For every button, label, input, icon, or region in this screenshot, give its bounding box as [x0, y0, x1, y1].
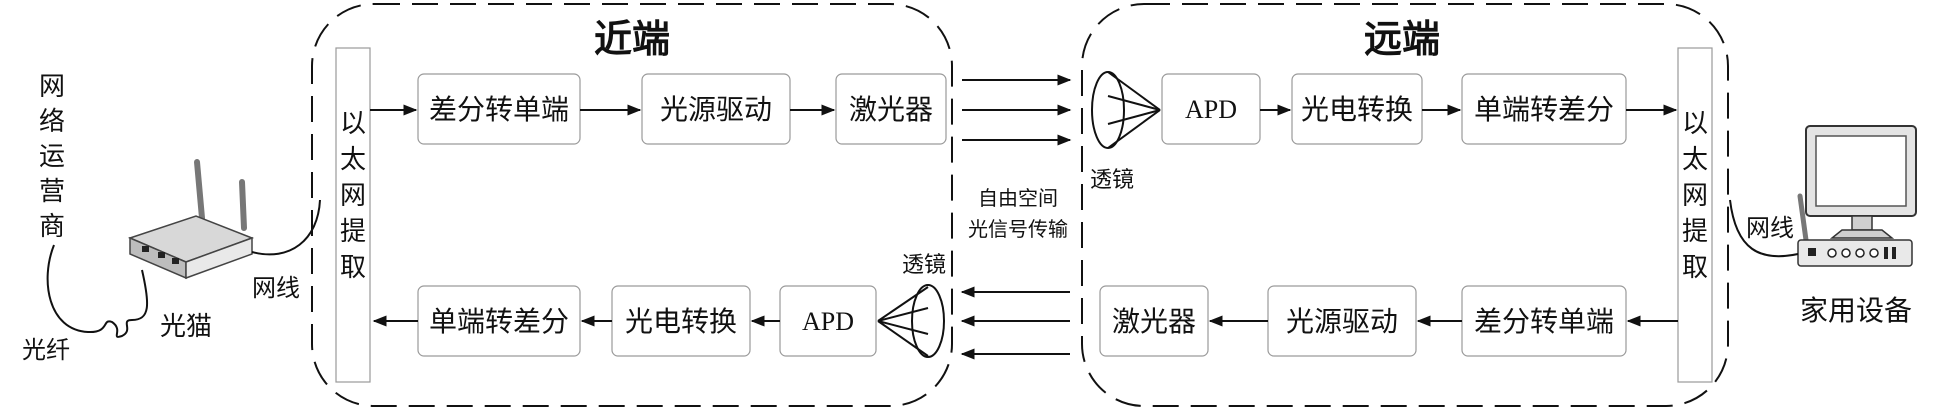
modem-label: 光猫 [160, 312, 212, 342]
home-device-icon [1797, 125, 1917, 267]
free-space-label-line2: 光信号传输 [968, 217, 1068, 241]
far-single-to-diff-label: 单端转差分 [1474, 93, 1614, 126]
svg-text:取: 取 [1682, 253, 1708, 283]
far-lens-label: 透镜 [1090, 168, 1134, 193]
near-laser-box [835, 73, 947, 145]
near-lens-focus-lines [877, 286, 929, 357]
svg-text:络: 络 [39, 107, 65, 137]
near-lens-label: 透镜 [902, 253, 946, 278]
far-apd-label: APD [1185, 95, 1237, 124]
fiber-cable-line [46, 244, 149, 338]
rx-beam-arrows [960, 286, 1070, 360]
far-ethernet-extract-label: 以 太 网 提 取 [1682, 109, 1708, 283]
near-apd-label: APD [802, 307, 854, 336]
near-ethernet-extract-box [335, 47, 371, 383]
near-cable-label: 网线 [252, 274, 300, 302]
fiber-label: 光纤 [22, 336, 70, 364]
far-cable-label: 网线 [1746, 214, 1794, 242]
near-oe-label: 光电转换 [625, 305, 737, 338]
near-ethernet-extract-label: 以 太 网 提 取 [340, 109, 366, 283]
near-single-to-diff-label: 单端转差分 [429, 305, 569, 338]
svg-text:运: 运 [39, 142, 65, 172]
far-laser-label: 激光器 [1112, 305, 1196, 338]
far-lens-icon [1091, 71, 1125, 149]
far-laser-box [1099, 285, 1209, 357]
tx-beam-arrows [962, 74, 1072, 146]
near-laser-label: 激光器 [849, 93, 933, 126]
far-ethernet-extract-box [1677, 47, 1713, 383]
svg-text:营: 营 [39, 177, 65, 207]
near-lens-icon [911, 284, 945, 358]
optical-modem-icon [127, 159, 255, 280]
svg-text:网: 网 [340, 181, 366, 211]
home-device-label: 家用设备 [1800, 294, 1912, 327]
far-oe-label: 光电转换 [1301, 93, 1413, 126]
svg-text:提: 提 [340, 217, 366, 247]
network-operator-label: 网 络 运 营 商 [39, 72, 65, 242]
svg-text:提: 提 [1682, 217, 1708, 247]
svg-text:商: 商 [39, 212, 65, 242]
svg-text:以: 以 [340, 109, 366, 139]
far-lan-cable-line [1729, 199, 1799, 258]
near-end-title: 近端 [594, 17, 670, 61]
svg-text:太: 太 [340, 145, 366, 175]
far-end-title: 远端 [1364, 17, 1440, 61]
far-end-region [1081, 3, 1729, 407]
svg-text:网: 网 [1682, 181, 1708, 211]
svg-text:取: 取 [340, 253, 366, 283]
near-driver-label: 光源驱动 [660, 93, 772, 126]
near-diff-to-single-label: 差分转单端 [429, 93, 569, 126]
svg-text:以: 以 [1682, 109, 1708, 139]
near-lan-cable-line [251, 199, 321, 256]
far-driver-label: 光源驱动 [1286, 305, 1398, 338]
free-space-label-line1: 自由空间 [978, 186, 1058, 210]
far-diff-to-single-label: 差分转单端 [1474, 305, 1614, 338]
svg-text:太: 太 [1682, 145, 1708, 175]
far-lens-focus-lines [1107, 71, 1161, 149]
svg-text:网: 网 [39, 72, 65, 102]
